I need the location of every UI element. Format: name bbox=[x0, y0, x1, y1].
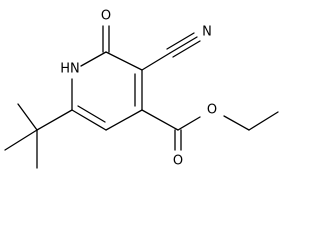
bond-quaternary-methyl-top bbox=[17, 103, 38, 131]
bond-ch2-ch3 bbox=[248, 111, 279, 131]
bond-o-ch2 bbox=[223, 115, 250, 131]
bond-c4-c5 bbox=[105, 109, 143, 131]
bond-c5-c6-inner bbox=[77, 105, 106, 123]
ester-group: O O bbox=[141, 103, 279, 169]
chemical-structure: O HN N O O bbox=[4, 9, 279, 169]
bond-cn-triple-b bbox=[166, 32, 195, 50]
carbonyl-oxygen-label: O bbox=[101, 9, 111, 24]
bond-c4-ester-c bbox=[141, 109, 179, 131]
bond-quaternary-methyl-left bbox=[4, 129, 38, 151]
bond-cn-triple-a bbox=[169, 36, 198, 54]
nitrile-group: N bbox=[141, 25, 212, 71]
ester-ether-oxygen-label: O bbox=[207, 103, 217, 118]
ring-nh-label: HN bbox=[60, 62, 80, 77]
bond-c5-c6 bbox=[71, 109, 107, 131]
tert-butyl-group bbox=[4, 103, 73, 169]
pyridinone-ring bbox=[71, 51, 143, 131]
bond-c2-c3 bbox=[105, 51, 143, 71]
ring-carbonyl: O bbox=[101, 9, 111, 53]
ester-carbonyl-oxygen-label: O bbox=[173, 154, 183, 169]
bond-c6-quaternary bbox=[36, 109, 73, 131]
bond-ester-c-o-ether bbox=[177, 116, 201, 131]
bond-c3-cn bbox=[141, 52, 171, 71]
bond-n1-c2 bbox=[80, 51, 107, 67]
nitrile-nitrogen-label: N bbox=[202, 25, 212, 40]
bond-cn-triple-c bbox=[172, 40, 201, 58]
